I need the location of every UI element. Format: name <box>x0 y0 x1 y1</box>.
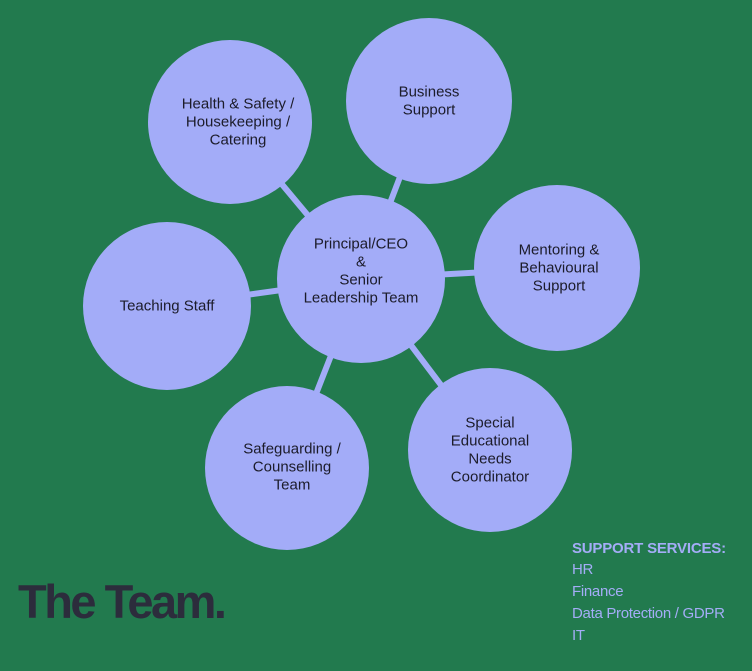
node-label-line: & <box>356 254 366 271</box>
support-item-it: IT <box>572 627 585 644</box>
support-services-panel: SUPPORT SERVICES: HR Finance Data Protec… <box>572 538 750 647</box>
support-item-finance: Finance <box>572 583 624 600</box>
node-label-line: Support <box>533 278 586 295</box>
node-label-line: Team <box>274 477 311 494</box>
satellite-circle <box>148 40 312 204</box>
support-services-heading: SUPPORT SERVICES: <box>572 540 726 557</box>
node-label-line: Safeguarding / <box>243 441 341 458</box>
support-item-data-protection: Data Protection / GDPR <box>572 605 725 622</box>
page-title: The Team. <box>18 575 227 628</box>
node-label-line: Teaching Staff <box>120 298 216 315</box>
node-label-line: Special <box>465 415 514 432</box>
node-label-line: Senior <box>339 272 382 289</box>
node-label-line: Housekeeping / <box>186 114 291 131</box>
node-label-line: Counselling <box>253 459 331 476</box>
satellite-circle <box>205 386 369 550</box>
node-label-line: Business <box>399 84 460 101</box>
node-label-line: Catering <box>210 132 267 149</box>
node-health-safety: Health & Safety /Housekeeping /Catering <box>148 40 312 204</box>
node-label-line: Health & Safety / <box>182 96 295 113</box>
node-teaching-staff: Teaching Staff <box>83 222 251 390</box>
satellite-circle <box>408 368 572 532</box>
support-item-hr: HR <box>572 561 594 578</box>
node-label-line: Needs <box>468 451 511 468</box>
node-label-line: Behavioural <box>519 260 598 277</box>
node-label-line: Educational <box>451 433 529 450</box>
center-circle <box>277 195 445 363</box>
satellite-circle <box>83 222 251 390</box>
node-label-line: Principal/CEO <box>314 236 408 253</box>
node-label-line: Mentoring & <box>519 242 600 259</box>
satellite-circle <box>474 185 640 351</box>
node-label-line: Support <box>403 102 456 119</box>
satellite-circle <box>346 18 512 184</box>
node-label-line: Coordinator <box>451 469 529 486</box>
node-label-line: Leadership Team <box>304 290 419 307</box>
support-services-list: HR Finance Data Protection / GDPR IT <box>572 559 750 647</box>
